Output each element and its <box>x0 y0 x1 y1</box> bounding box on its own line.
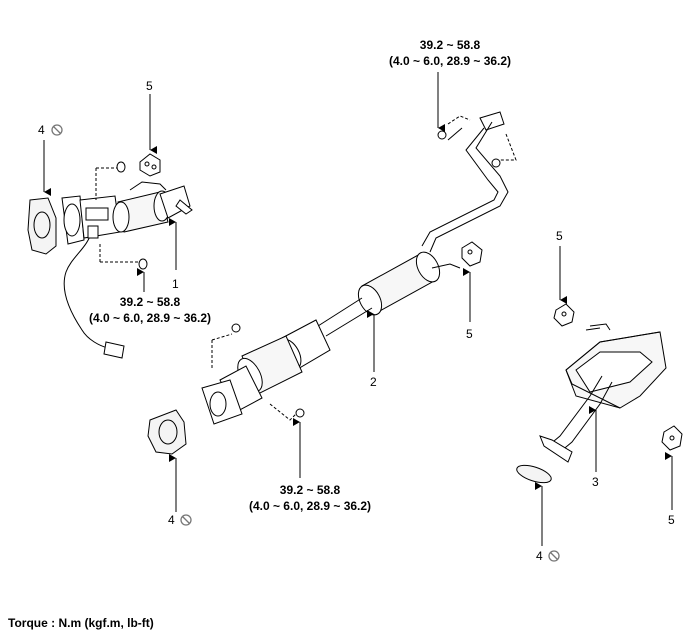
callout-3: 3 <box>592 475 599 489</box>
callout-5-right-lower: 5 <box>668 513 675 527</box>
gasket-front-left <box>27 197 57 255</box>
callout-5-right-upper: 5 <box>556 229 563 243</box>
torque-alt-top: (4.0 ~ 6.0, 28.9 ~ 36.2) <box>389 54 511 68</box>
torque-alt-upper-left: (4.0 ~ 6.0, 28.9 ~ 36.2) <box>89 311 211 325</box>
rubber-hanger-right-lower <box>661 425 683 451</box>
leader-lines <box>43 72 673 546</box>
rubber-hanger-center <box>461 241 483 267</box>
callout-1: 1 <box>172 277 179 291</box>
callout-4-upper-left: 4 <box>38 123 45 137</box>
callout-4-lower-right: 4 <box>536 549 543 563</box>
callout-5-center: 5 <box>466 327 473 341</box>
center-muffler-pipe <box>201 111 517 425</box>
torque-value-bottom: 39.2 ~ 58.8 <box>280 483 341 497</box>
rubber-hanger-right-upper <box>553 303 575 327</box>
torque-value-top: 39.2 ~ 58.8 <box>420 38 481 52</box>
torque-alt-bottom: (4.0 ~ 6.0, 28.9 ~ 36.2) <box>249 499 371 513</box>
callout-4-lower-left: 4 <box>168 513 175 527</box>
front-pipe-catalytic-converter <box>61 161 193 359</box>
no-reuse-icon <box>548 550 560 562</box>
rubber-hanger-upper-left <box>139 153 161 177</box>
gasket-lower <box>147 409 187 455</box>
torque-units-note: Torque : N.m (kgf.m, lb-ft) <box>8 616 154 630</box>
no-reuse-icon <box>51 124 63 136</box>
no-reuse-icon <box>180 514 192 526</box>
main-muffler <box>516 323 667 484</box>
callout-5-upper-left: 5 <box>146 79 153 93</box>
callout-2: 2 <box>370 375 377 389</box>
torque-value-upper-left: 39.2 ~ 58.8 <box>120 295 181 309</box>
